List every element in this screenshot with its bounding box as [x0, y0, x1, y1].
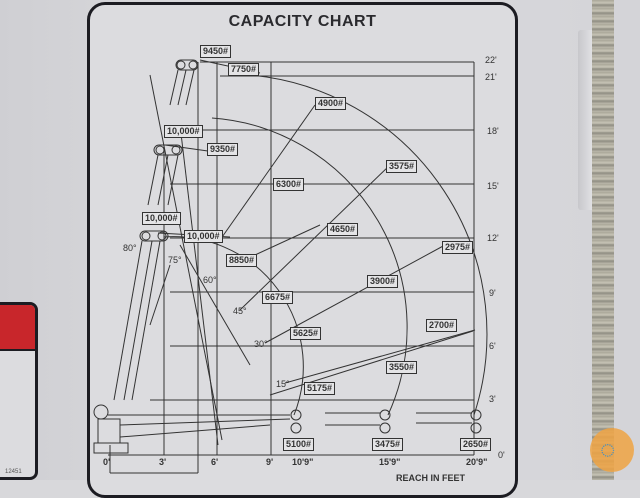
- angle-80: 80°: [123, 243, 137, 253]
- capacity-2975: 2975#: [442, 241, 474, 254]
- watermark-logo: ◌: [590, 428, 634, 472]
- reach-tick-6: 6': [211, 457, 219, 467]
- capacity-9350: 9350#: [207, 143, 239, 156]
- red-warning-panel: [0, 305, 35, 351]
- reach-tick-0: 0': [103, 457, 111, 467]
- capacity-3475: 3475#: [372, 438, 404, 451]
- capacity-3550: 3550#: [386, 361, 418, 374]
- reach-tick-9: 9': [266, 457, 274, 467]
- angle-45: 45°: [233, 306, 247, 316]
- metal-pole: [592, 0, 614, 480]
- height-tick-12: 12': [487, 233, 499, 243]
- height-tick-9: 9': [489, 288, 496, 298]
- capacity-4900: 4900#: [315, 97, 347, 110]
- sign-number: 12451: [5, 469, 22, 475]
- reach-label: REACH IN FEET: [396, 473, 466, 483]
- capacity-3900: 3900#: [367, 275, 399, 288]
- capacity-10000-upper: 10,000#: [164, 125, 203, 138]
- capacity-6300: 6300#: [273, 178, 305, 191]
- height-tick-18: 18': [487, 126, 499, 136]
- capacity-3575: 3575#: [386, 160, 418, 173]
- capacity-4650: 4650#: [327, 223, 359, 236]
- capacity-9450: 9450#: [200, 45, 232, 58]
- height-tick-21: 21': [485, 72, 497, 82]
- angle-75: 75°: [168, 255, 182, 265]
- capacity-5100: 5100#: [283, 438, 315, 451]
- capacity-5175: 5175#: [304, 382, 336, 395]
- height-tick-22: 22': [485, 55, 497, 65]
- capacity-2700: 2700#: [426, 319, 458, 332]
- angle-30: 30°: [254, 339, 268, 349]
- angle-60: 60°: [203, 275, 217, 285]
- capacity-10000-middle: 10,000#: [142, 212, 181, 225]
- height-tick-3: 3': [489, 394, 496, 404]
- reach-tick-3: 3': [159, 457, 167, 467]
- capacity-10000-right: 10,000#: [184, 230, 223, 243]
- reach-tick-15-9: 15'9": [379, 457, 401, 467]
- height-tick-15: 15': [487, 181, 499, 191]
- reach-tick-10-9: 10'9": [292, 457, 314, 467]
- watermark-glyph-icon: ◌: [600, 434, 616, 464]
- warning-sign: 12451: [0, 302, 38, 480]
- chart-title: CAPACITY CHART: [228, 13, 377, 30]
- capacity-2650: 2650#: [460, 438, 492, 451]
- capacity-7750: 7750#: [228, 63, 260, 76]
- capacity-chart-decal: CAPACITY CHART: [87, 2, 518, 498]
- capacity-8850: 8850#: [226, 254, 258, 267]
- reach-tick-20-9: 20'9": [466, 457, 488, 467]
- height-tick-0: 0': [498, 450, 505, 460]
- height-tick-6: 6': [489, 341, 496, 351]
- capacity-6675: 6675#: [262, 291, 294, 304]
- angle-15: 15°: [276, 379, 290, 389]
- capacity-5625: 5625#: [290, 327, 322, 340]
